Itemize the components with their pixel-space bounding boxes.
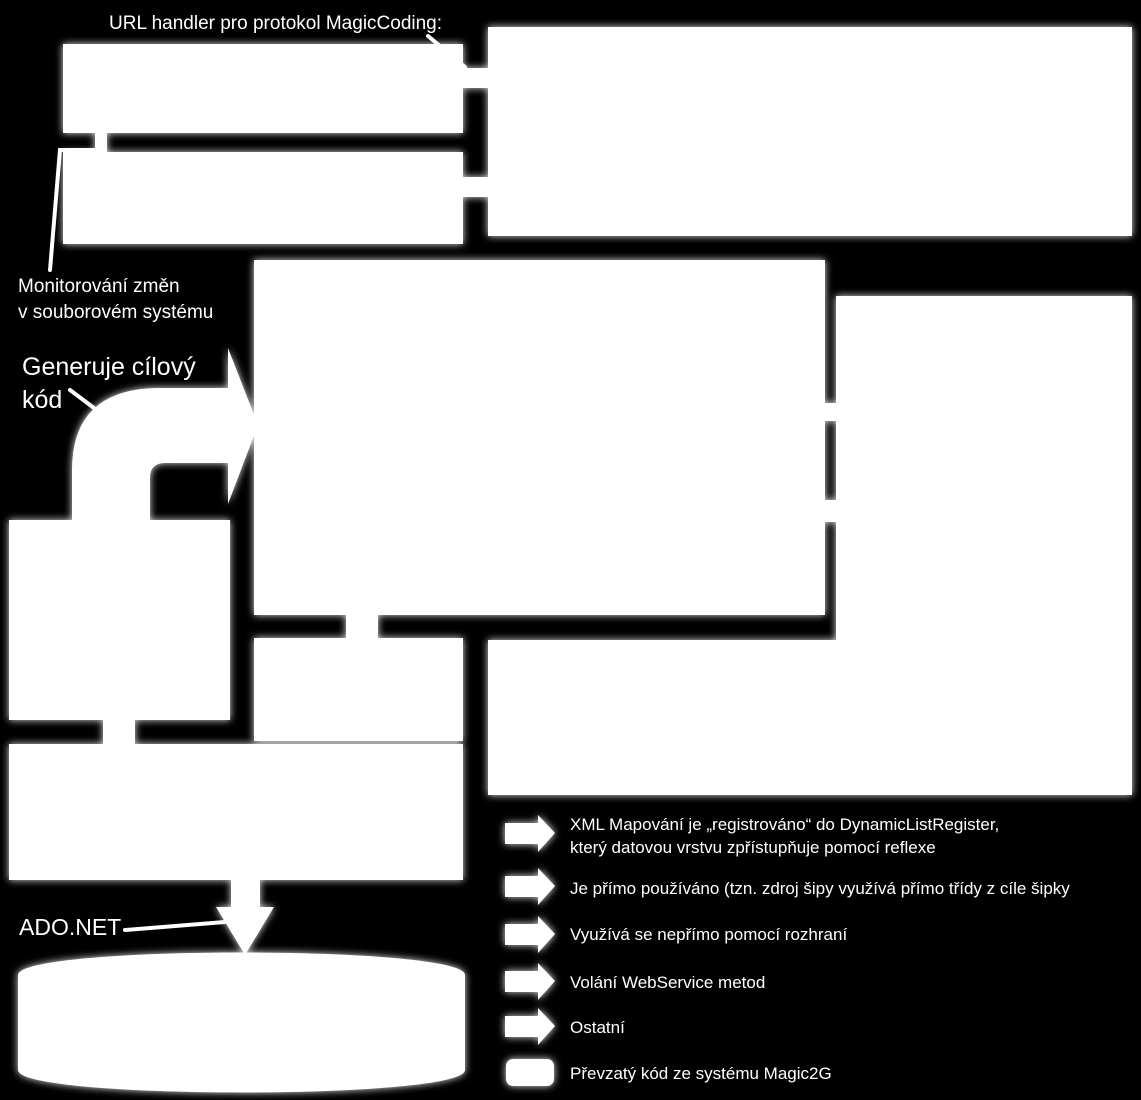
connector-generator-down	[346, 613, 378, 640]
file-monitor-box	[63, 152, 463, 244]
legend-item-line1: XML Mapování je „registrováno“ do Dynami…	[570, 815, 1000, 834]
top-right-box	[488, 27, 1132, 236]
magic2g-code-box-icon	[506, 1059, 554, 1086]
legend-item-line2: který datovou vrstvu zpřístupňuje pomocí…	[570, 838, 936, 857]
right-middle-box	[836, 296, 1132, 640]
url-handler-box	[63, 44, 463, 133]
arrow-webservice-icon	[505, 963, 555, 1000]
database-cylinder	[18, 952, 465, 1093]
connector-url-to-monitor	[95, 131, 107, 154]
callout-lines	[48, 34, 467, 932]
legend-item-indirect-use: Využívá se nepřímo pomocí rozhraní	[570, 925, 848, 944]
generate-code-arrow	[72, 348, 258, 520]
ado-net-label: ADO.NET	[19, 914, 122, 940]
connector-url-to-top-right	[462, 68, 490, 88]
ado-net-arrow	[216, 880, 274, 955]
legend-item-other: Ostatní	[570, 1018, 625, 1037]
generates-label-line2: kód	[22, 386, 63, 414]
left-middle-box	[9, 520, 230, 720]
legend-item-direct-use: Je přímo používáno (tzn. zdroj šipy využ…	[570, 879, 1070, 898]
bottom-right-box	[488, 640, 1132, 795]
connector-generator-right-bottom	[823, 500, 838, 522]
legend-item-xml-mapping: XML Mapování je „registrováno“ do Dynami…	[570, 813, 999, 859]
generator-box	[254, 260, 825, 615]
arrow-other-icon	[505, 1008, 555, 1045]
monitoring-label-line2: v souborovém systému	[18, 302, 214, 323]
arrow-indirect-use-icon	[505, 916, 555, 953]
generates-label-line1: Generuje cílový	[22, 353, 196, 381]
connector-monitor-to-top-right	[462, 177, 490, 197]
generate-callout-line	[68, 388, 104, 416]
connector-generator-right-top	[823, 403, 838, 421]
ado-callout-line	[123, 920, 227, 932]
monitoring-label-line1: Monitorování změn	[18, 276, 180, 297]
monitoring-callout-line	[48, 148, 97, 272]
arrow-direct-use-icon	[505, 868, 555, 905]
url-callout-line	[426, 34, 467, 69]
arrow-xml-mapping-icon	[505, 815, 555, 852]
monitoring-label: Monitorování změn v souborovém systému	[18, 274, 213, 326]
legend-item-webservice: Volání WebService metod	[570, 973, 766, 992]
connector-left-to-bottom	[103, 718, 135, 746]
legend-item-magic2g: Převzatý kód ze systému Magic2G	[570, 1064, 832, 1083]
generates-code-label: Generuje cílový kód	[22, 351, 196, 417]
url-handler-label: URL handler pro protokol MagicCoding:	[109, 13, 443, 34]
bottom-left-box	[9, 744, 463, 880]
center-lower-box	[254, 638, 463, 741]
